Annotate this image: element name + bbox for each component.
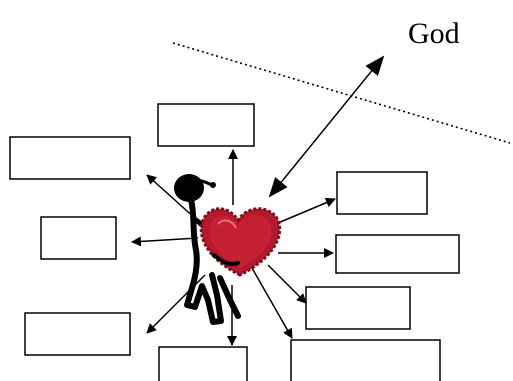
blank-box-bottom-center[interactable] — [158, 346, 248, 381]
figure-head-icon — [174, 174, 204, 202]
god-label: God — [408, 17, 460, 50]
blank-box-top-center[interactable] — [157, 103, 255, 147]
arrow-to-top-left — [146, 174, 198, 221]
blank-box-right-1[interactable] — [336, 171, 428, 215]
double-arrow-to-god — [268, 55, 385, 198]
blank-box-right-3[interactable] — [305, 286, 411, 330]
arrow-to-middle-left — [131, 236, 199, 247]
arrow-to-right-3 — [267, 264, 307, 304]
blank-box-top-left[interactable] — [9, 136, 131, 180]
blank-box-bottom-right[interactable] — [290, 339, 441, 381]
blank-box-bottom-left[interactable] — [24, 312, 131, 356]
heart-icon — [199, 207, 282, 277]
arrow-to-bottom-right — [251, 267, 293, 339]
blank-box-right-2[interactable] — [335, 234, 460, 274]
figure-body-icon — [184, 197, 224, 325]
blank-box-middle-left[interactable] — [40, 216, 117, 260]
arrow-to-right-1 — [277, 197, 336, 224]
figure-with-heart — [174, 174, 282, 325]
